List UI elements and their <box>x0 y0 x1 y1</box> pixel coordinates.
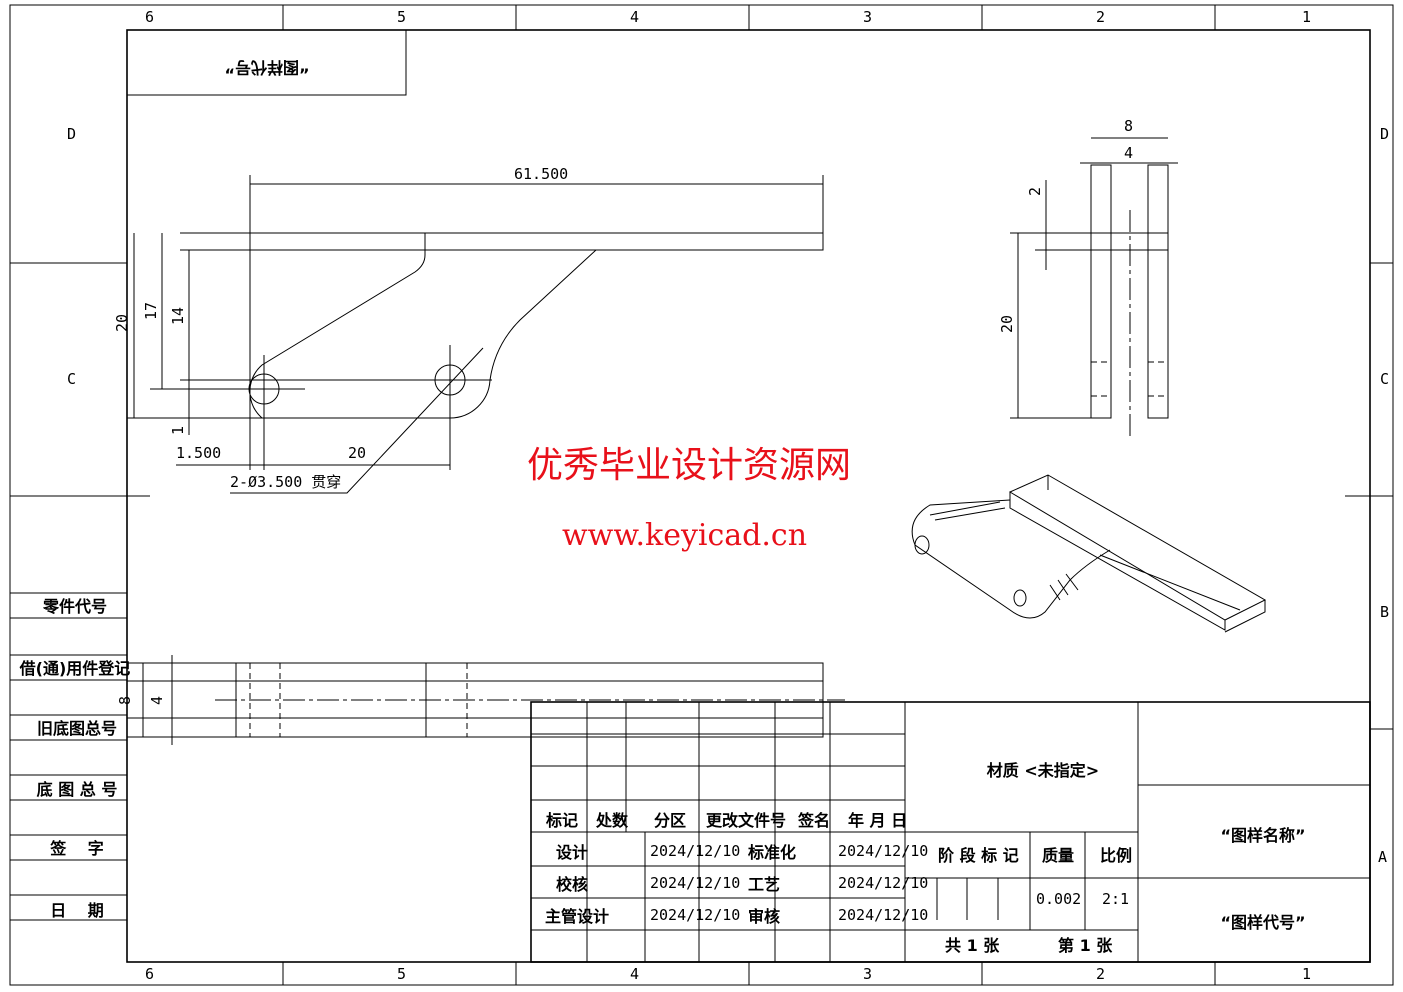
side-dim-2: 2 <box>1026 187 1044 196</box>
date-check: 2024/12/10 <box>650 874 740 892</box>
scale-value: 2:1 <box>1102 890 1129 908</box>
top-code-label: “图样代号” <box>224 58 309 77</box>
zone-col-5: 5 <box>397 8 406 26</box>
role-review: 审核 <box>748 907 780 926</box>
svg-text:C: C <box>1380 370 1389 388</box>
side-dim-20: 20 <box>998 315 1016 333</box>
role-check: 校核 <box>556 875 588 894</box>
hole-note: 2-Ø3.500 贯穿 <box>230 473 341 491</box>
left-table: 零件代号 借(通)用件登记 旧底图总号 底 图 总 号 签 字 日 期 <box>10 592 131 921</box>
outer-frame <box>9 4 1394 986</box>
hdr-mark: 标记 <box>545 811 578 830</box>
side-dim-8: 8 <box>1124 117 1133 135</box>
top-dim-8: 8 <box>116 696 134 705</box>
zone-dividers <box>10 5 1393 985</box>
label-borrowed-reg: 借(通)用件登记 <box>19 659 131 678</box>
stage-label: 阶 段 标 记 <box>938 846 1019 865</box>
zone-row-d: D <box>67 125 76 143</box>
dim-1-5: 1.500 <box>176 444 221 462</box>
role-chief: 主管设计 <box>545 907 609 926</box>
drawing-name: “图样名称” <box>1220 826 1305 845</box>
zone-labels: 6 5 4 3 2 1 6 5 4 3 2 1 D C D C B A <box>67 8 1389 983</box>
label-part-code: 零件代号 <box>42 597 107 616</box>
zone-row-c: C <box>67 370 76 388</box>
hdr-date: 年 月 日 <box>848 811 907 830</box>
zone-col-2: 2 <box>1096 8 1105 26</box>
date-standard: 2024/12/10 <box>838 842 928 860</box>
hdr-sign: 签名 <box>797 811 830 830</box>
sheet-number: 第 1 张 <box>1058 936 1113 955</box>
sheets-total: 共 1 张 <box>945 936 1000 955</box>
top-dim-4: 4 <box>148 696 166 705</box>
zone-col-1: 1 <box>1302 8 1311 26</box>
dim-hole-spacing: 20 <box>348 444 366 462</box>
role-standard: 标准化 <box>747 843 796 862</box>
svg-text:5: 5 <box>397 965 406 983</box>
label-base-no: 底 图 总 号 <box>37 780 118 799</box>
dim-20-height: 20 <box>113 314 131 332</box>
title-block: 标记 处数 分区 更改文件号 签名 年 月 日 设计 2024/12/10 标准… <box>530 701 1371 963</box>
dim-1: 1 <box>169 426 187 435</box>
date-review: 2024/12/10 <box>838 906 928 924</box>
zone-row-a: A <box>1378 848 1387 866</box>
mass-label: 质量 <box>1042 846 1074 865</box>
dim-61-5: 61.500 <box>514 165 568 183</box>
watermark-title: 优秀毕业设计资源网 <box>527 445 851 486</box>
drawing-code: “图样代号” <box>1220 913 1305 932</box>
hdr-count: 处数 <box>595 811 629 830</box>
side-dim-4: 4 <box>1124 144 1133 162</box>
side-view: 8 4 2 20 <box>998 117 1178 438</box>
svg-text:4: 4 <box>630 965 639 983</box>
label-signature: 签 字 <box>49 839 104 858</box>
label-old-base-no: 旧底图总号 <box>37 719 117 738</box>
isometric-view <box>911 474 1267 633</box>
zone-col-4: 4 <box>630 8 639 26</box>
svg-text:1: 1 <box>1302 965 1311 983</box>
date-chief: 2024/12/10 <box>650 906 740 924</box>
scale-label: 比例 <box>1100 846 1132 865</box>
zone-row-b: B <box>1380 603 1389 621</box>
role-process: 工艺 <box>748 875 780 894</box>
zone-col-6: 6 <box>145 8 154 26</box>
date-process: 2024/12/10 <box>838 874 928 892</box>
date-design: 2024/12/10 <box>650 842 740 860</box>
dim-17: 17 <box>142 302 160 320</box>
material-value: 材质 <未指定> <box>987 761 1099 780</box>
dim-14: 14 <box>169 307 187 325</box>
role-design: 设计 <box>556 843 588 862</box>
front-view: 61.500 20 17 14 1 1.500 20 2-Ø3.500 贯穿 <box>113 165 824 494</box>
mass-value: 0.002 <box>1036 890 1081 908</box>
label-date: 日 期 <box>50 901 104 920</box>
zone-col-3: 3 <box>863 8 872 26</box>
svg-text:3: 3 <box>863 965 872 983</box>
svg-text:D: D <box>1380 125 1389 143</box>
top-view: 8 4 <box>116 655 845 745</box>
hdr-change-doc: 更改文件号 <box>706 811 786 830</box>
svg-text:2: 2 <box>1096 965 1105 983</box>
watermark-url[interactable]: www.keyicad.cn <box>562 518 807 553</box>
svg-text:6: 6 <box>145 965 154 983</box>
hdr-zone: 分区 <box>654 811 686 830</box>
top-code-box <box>126 29 407 96</box>
